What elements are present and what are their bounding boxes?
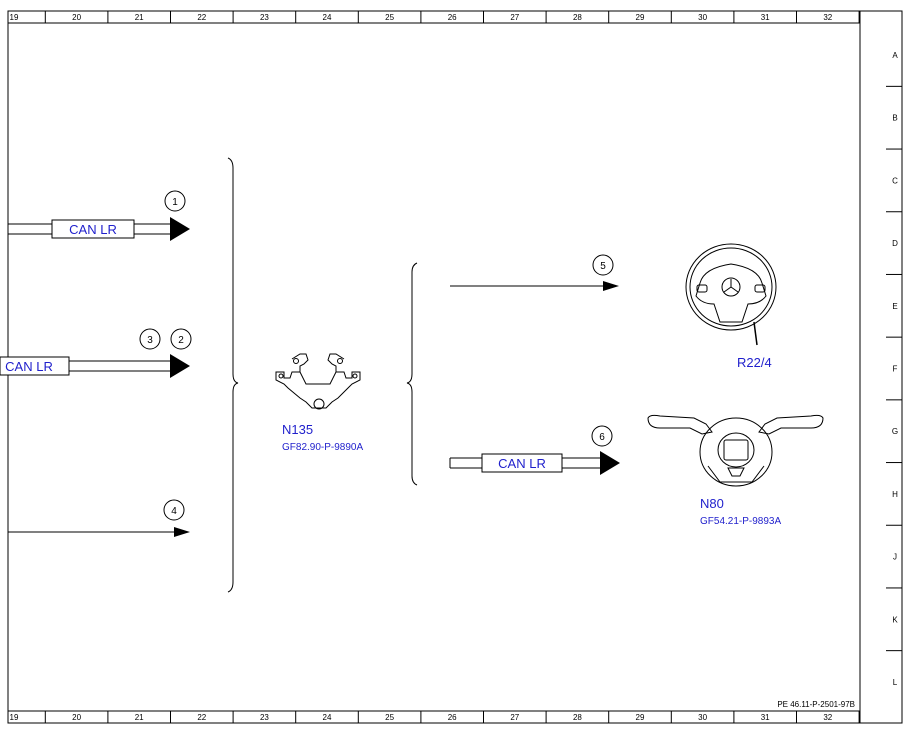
can-lr-box-6 — [481, 453, 563, 473]
row-label: G — [892, 427, 898, 436]
row-label: D — [892, 239, 898, 248]
row-label: H — [892, 490, 898, 499]
arrow-head-5 — [603, 281, 619, 291]
column-label: 30 — [698, 13, 707, 22]
r22-4-code: R22/4 — [737, 355, 772, 370]
row-label: A — [892, 51, 898, 60]
connector-circle-2 — [170, 328, 192, 350]
steering-wheel-drawing — [685, 243, 777, 346]
connector-number-2: 2 — [178, 335, 184, 346]
arrow-head-6 — [600, 451, 620, 475]
connector-number-4: 4 — [171, 506, 177, 517]
column-label: 29 — [636, 13, 645, 22]
column-label: 21 — [135, 713, 144, 722]
connector-circle-1 — [164, 190, 186, 212]
column-label: 27 — [510, 713, 519, 722]
document-reference: PE 46.11-P-2501-97B — [777, 700, 855, 709]
n135-ref: GF82.90-P-9890A — [282, 442, 363, 453]
row-label: F — [893, 365, 898, 374]
arrow-head-2 — [170, 354, 190, 378]
can-lr-box-1 — [51, 219, 135, 239]
connector-number-1: 1 — [172, 197, 178, 208]
connector-number-3: 3 — [147, 335, 153, 346]
column-label: 20 — [72, 13, 81, 22]
column-label: 22 — [197, 713, 206, 722]
row-ticks: A B C D E F G H J K L — [886, 51, 902, 687]
column-label: 29 — [636, 713, 645, 722]
column-label: 24 — [323, 713, 332, 722]
column-label: 28 — [573, 713, 582, 722]
row-label: K — [892, 615, 898, 624]
row-label: J — [893, 553, 897, 562]
n135-code: N135 — [282, 422, 313, 437]
can-lr-label-6: CAN LR — [498, 456, 546, 471]
can-lr-box-2 — [0, 356, 70, 376]
row-label: C — [892, 176, 898, 185]
row-label: L — [893, 678, 898, 687]
column-label: 21 — [135, 13, 144, 22]
n135-unit-drawing — [275, 353, 361, 410]
column-label: 32 — [823, 713, 832, 722]
column-label: 23 — [260, 713, 269, 722]
column-label: 26 — [448, 713, 457, 722]
column-label: 25 — [385, 13, 394, 22]
left-brace — [227, 157, 239, 593]
right-brace — [406, 262, 418, 486]
column-label: 26 — [448, 13, 457, 22]
n80-ref: GF54.21-P-9893A — [700, 516, 781, 527]
column-label: 19 — [10, 713, 19, 722]
column-label: 20 — [72, 713, 81, 722]
can-lr-label-1: CAN LR — [69, 222, 117, 237]
connector-circle-5 — [592, 254, 614, 276]
arrow-head-1 — [170, 217, 190, 241]
steering-column-module-drawing — [647, 414, 824, 487]
column-label: 30 — [698, 713, 707, 722]
column-label: 19 — [10, 13, 19, 22]
column-label: 22 — [197, 13, 206, 22]
column-ticks: 1919202021212222232324242525262627272828… — [10, 11, 860, 723]
column-label: 24 — [323, 13, 332, 22]
connector-circle-3 — [139, 328, 161, 350]
connector-number-6: 6 — [599, 432, 605, 443]
column-label: 28 — [573, 13, 582, 22]
column-label: 25 — [385, 713, 394, 722]
connector-number-5: 5 — [600, 261, 606, 272]
connector-circle-6 — [591, 425, 613, 447]
arrow-head-4 — [174, 527, 190, 537]
column-label: 32 — [823, 13, 832, 22]
row-label: E — [892, 302, 897, 311]
column-label: 31 — [761, 713, 770, 722]
column-label: 27 — [510, 13, 519, 22]
row-label: B — [892, 114, 897, 123]
connector-circle-4 — [163, 499, 185, 521]
can-lr-label-2: CAN LR — [5, 359, 53, 374]
column-label: 23 — [260, 13, 269, 22]
n80-code: N80 — [700, 496, 724, 511]
column-label: 31 — [761, 13, 770, 22]
